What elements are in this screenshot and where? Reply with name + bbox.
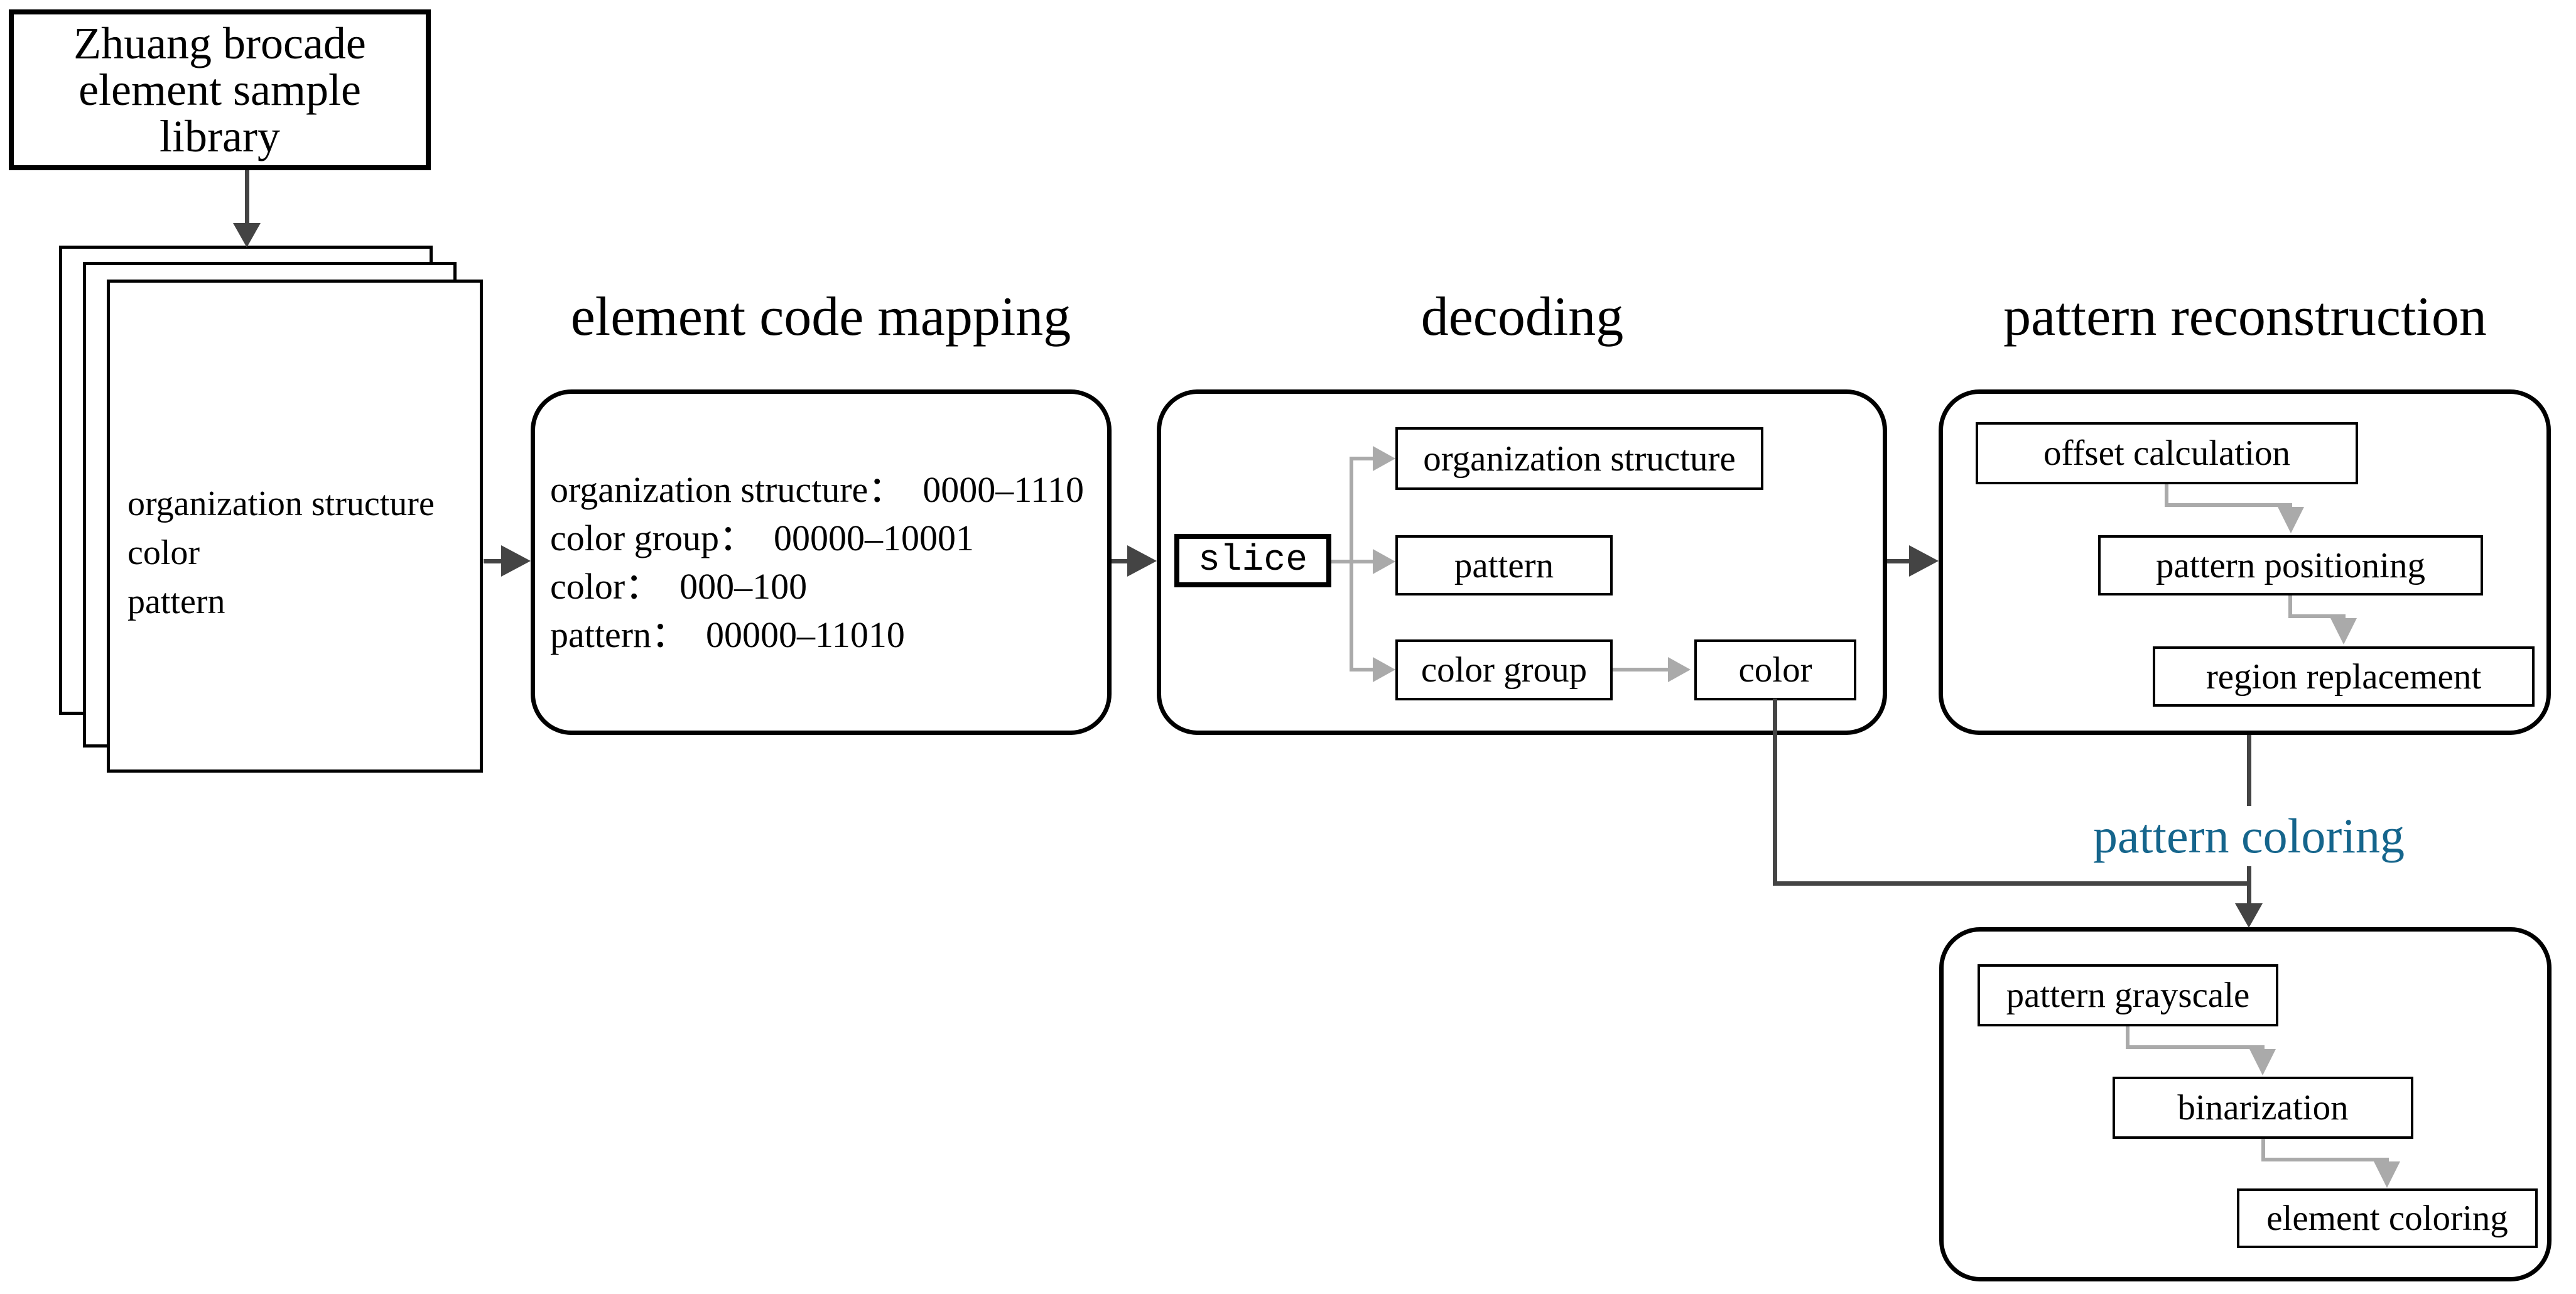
- coloring-entry-arrow-icon: [2235, 903, 2263, 928]
- page-line-pattern: pattern: [127, 582, 225, 621]
- mapping-line-color-group: color group： 00000–10001: [550, 518, 974, 558]
- branch-organization-arrow-icon: [1373, 446, 1395, 471]
- element-coloring-box: element coloring: [2237, 1188, 2538, 1248]
- offset-to-positioning-arrow-icon: [2278, 507, 2304, 533]
- pattern-grayscale-label: pattern grayscale: [2006, 976, 2250, 1015]
- element-coloring-label: element coloring: [2266, 1199, 2508, 1238]
- library-to-pages-line: [245, 170, 249, 224]
- library-box: Zhuang brocade element sample library: [9, 9, 431, 170]
- reconstruction-title: pattern reconstruction: [2003, 286, 2487, 347]
- mapping-lines: organization structure： 0000–1110 color …: [550, 394, 1084, 731]
- region-replacement-label: region replacement: [2205, 656, 2482, 697]
- decoding-to-reconstruction-line: [1887, 559, 1909, 563]
- branch-pattern-line: [1351, 560, 1373, 563]
- pattern-coloring-label: pattern coloring: [2092, 806, 2406, 866]
- sample-page-front: [107, 280, 483, 773]
- positioning-to-region-line-v: [2288, 595, 2292, 618]
- mapping-to-decoding-arrow-icon: [1127, 545, 1157, 577]
- page-line-organization: organization structure: [127, 484, 435, 523]
- decoding-organization-box: organization structure: [1395, 427, 1763, 490]
- color-group-to-color-line: [1613, 668, 1668, 671]
- slice-box: slice: [1174, 534, 1331, 587]
- mapping-line-organization: organization structure： 0000–1110: [550, 469, 1084, 510]
- mapping-line-color: color： 000–100: [550, 566, 808, 607]
- mapping-to-decoding-line: [1112, 559, 1128, 563]
- pattern-positioning-box: pattern positioning: [2098, 535, 2483, 595]
- slice-out-line: [1331, 560, 1351, 563]
- pages-to-mapping-line: [484, 559, 501, 563]
- pages-to-mapping-arrow-icon: [501, 545, 531, 577]
- color-group-to-color-arrow-icon: [1668, 657, 1691, 682]
- library-to-pages-arrow-icon: [233, 223, 261, 247]
- offset-to-positioning-line-v: [2165, 484, 2168, 507]
- offset-calculation-label: offset calculation: [2043, 433, 2291, 473]
- decoding-to-reconstruction-arrow-icon: [1909, 545, 1939, 577]
- sample-page-text: organization structure color pattern: [127, 479, 435, 626]
- binarization-to-element-line-v: [2261, 1139, 2265, 1161]
- decoding-color-label: color: [1738, 650, 1812, 690]
- binarization-to-element-arrow-icon: [2374, 1161, 2400, 1188]
- decoding-pattern-box: pattern: [1395, 535, 1613, 595]
- pattern-positioning-label: pattern positioning: [2155, 545, 2426, 585]
- page-line-color: color: [127, 533, 200, 572]
- branch-color-group-line: [1351, 668, 1373, 671]
- decoding-pattern-label: pattern: [1454, 545, 1554, 585]
- binarization-label: binarization: [2177, 1088, 2349, 1128]
- slice-branch-trunk-line: [1350, 457, 1353, 671]
- positioning-to-region-line-h: [2288, 614, 2346, 618]
- slice-label: slice: [1198, 540, 1308, 581]
- mapping-box: organization structure： 0000–1110 color …: [531, 389, 1112, 735]
- binarization-box: binarization: [2113, 1077, 2413, 1139]
- decoding-title: decoding: [1421, 286, 1624, 347]
- grayscale-to-binarization-line-h: [2126, 1045, 2265, 1049]
- coloring-horizontal-line: [1773, 881, 2249, 886]
- grayscale-to-binarization-line-v: [2126, 1026, 2130, 1049]
- decoding-organization-label: organization structure: [1423, 438, 1736, 479]
- coloring-entry-line: [2247, 886, 2251, 905]
- offset-to-positioning-line-h: [2165, 503, 2292, 507]
- color-down-line: [1773, 699, 1777, 886]
- mapping-title: element code mapping: [570, 286, 1071, 347]
- positioning-to-region-arrow-icon: [2330, 618, 2357, 644]
- grayscale-to-binarization-arrow-icon: [2249, 1049, 2276, 1075]
- decoding-color-group-box: color group: [1395, 639, 1613, 700]
- library-line-3: library: [160, 111, 280, 161]
- decoding-color-group-label: color group: [1421, 650, 1588, 690]
- branch-organization-line: [1351, 457, 1373, 460]
- pattern-grayscale-box: pattern grayscale: [1978, 964, 2278, 1026]
- region-replacement-box: region replacement: [2153, 646, 2535, 707]
- library-line-1: Zhuang brocade: [73, 18, 366, 68]
- library-line-2: element sample: [78, 65, 361, 115]
- mapping-line-pattern: pattern： 00000–11010: [550, 614, 905, 655]
- decoding-color-box: color: [1694, 639, 1856, 700]
- branch-color-group-arrow-icon: [1373, 657, 1395, 682]
- branch-pattern-arrow-icon: [1373, 549, 1395, 574]
- offset-calculation-box: offset calculation: [1976, 422, 2358, 484]
- binarization-to-element-line-h: [2261, 1158, 2389, 1161]
